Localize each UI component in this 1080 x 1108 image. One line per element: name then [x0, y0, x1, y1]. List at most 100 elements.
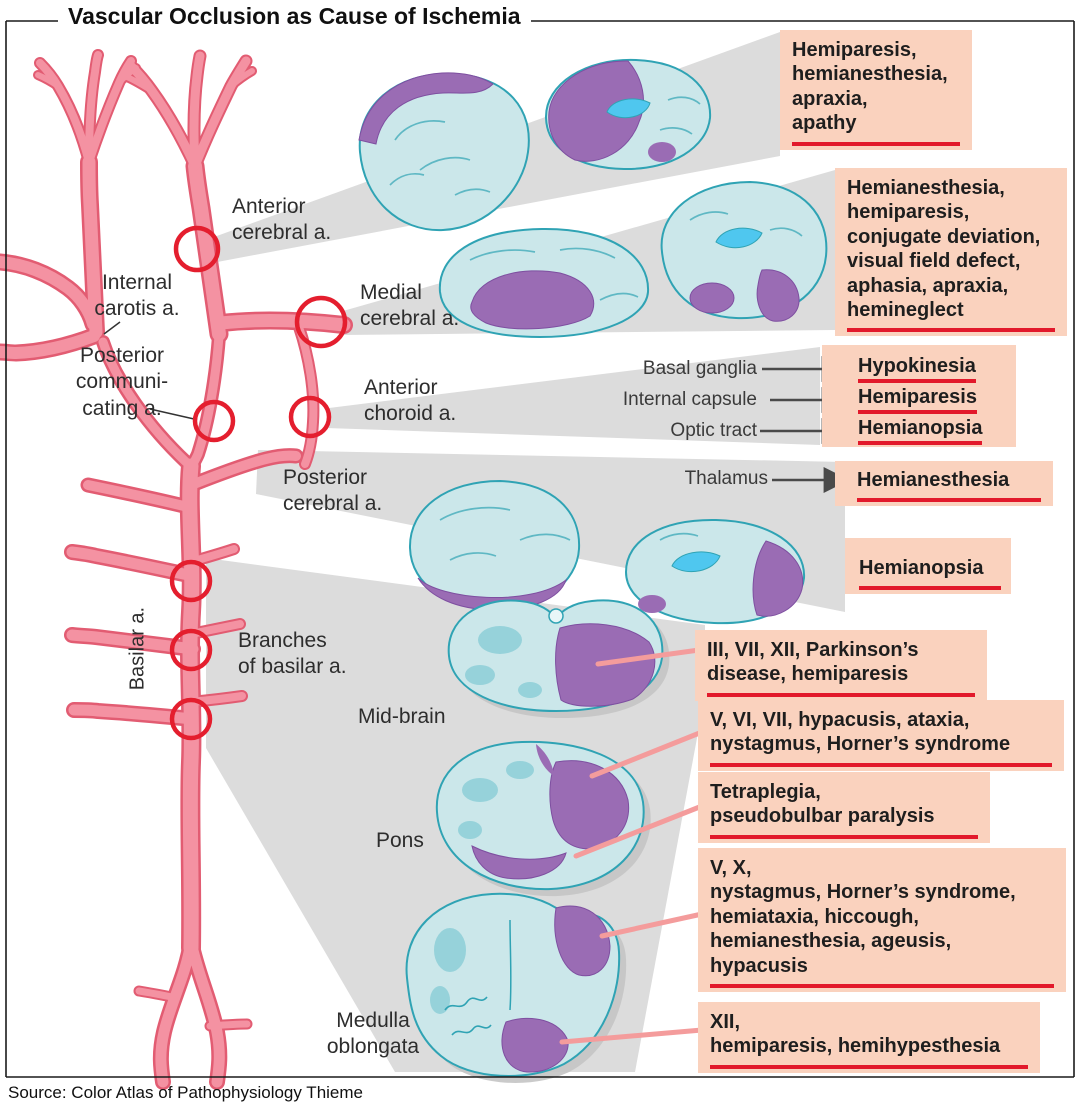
- red-underline: [710, 834, 978, 839]
- connector-medulla-upper: [599, 911, 705, 939]
- symptom-box-pons-lower: Tetraplegia, pseudobulbar paralysis: [698, 772, 990, 843]
- label-medulla-oblongata: Medulla oblongata: [326, 1009, 420, 1059]
- lesion-spot: [536, 744, 554, 776]
- label-pointer-lines: [103, 321, 195, 420]
- ventricle: [606, 98, 651, 119]
- occlusion-circle-basilar-1: [169, 559, 213, 603]
- lesion-region: [756, 269, 800, 322]
- lesion-region: [548, 60, 644, 162]
- source-note: Source: Color Atlas of Pathophysiology T…: [8, 1083, 363, 1102]
- nucleus-spot: [478, 626, 522, 654]
- ventricle: [715, 227, 763, 249]
- wedge-anterior-choroid: [326, 347, 820, 445]
- label-internal-carotid-artery: Internal carotis a.: [94, 271, 180, 321]
- ventricle: [671, 551, 721, 573]
- occlusion-circle-medial-cerebral: [294, 295, 348, 349]
- page-title: Vascular Occlusion as Cause of Ischemia: [58, 3, 531, 30]
- symptom-text-midbrain: III, VII, XII, Parkinson’s disease, hemi…: [707, 639, 919, 686]
- label-posterior-cerebral-artery: Posterior cerebral a.: [283, 466, 383, 516]
- red-underline: [859, 586, 1001, 591]
- lesion-region: [752, 540, 804, 617]
- red-underline: [707, 692, 975, 697]
- label-thalamus: Thalamus: [684, 468, 768, 489]
- connector-pons-upper: [589, 729, 705, 779]
- label-basal-ganglia: Basal ganglia: [642, 358, 757, 379]
- nucleus-spot: [430, 986, 450, 1014]
- symptom-hemianopsia: Hemianopsia: [858, 417, 983, 445]
- nucleus-spot: [518, 682, 542, 698]
- lesion-spot: [689, 282, 735, 314]
- red-underline: [710, 1064, 1028, 1069]
- occlusion-circle-basilar-3: [169, 697, 213, 741]
- sulci-lines: [469, 247, 639, 301]
- lesion-region: [470, 270, 595, 330]
- sulci-lines: [389, 120, 491, 196]
- label-anterior-cerebral-artery: Anterior cerebral a.: [232, 195, 332, 245]
- aqueduct: [548, 608, 564, 624]
- occlusion-circle-basilar-2: [169, 628, 213, 672]
- symptom-text-medulla-upper: V, X, nystagmus, Horner’s syndrome, hemi…: [710, 857, 1016, 977]
- nucleus-spot: [434, 928, 466, 972]
- lesion-spot: [648, 142, 676, 162]
- midline-groove: [509, 919, 512, 1011]
- symptom-box-posterior-cerebral: Hemianopsia: [845, 538, 1011, 595]
- nucleus-spot: [462, 778, 498, 802]
- symptom-hemiparesis: Hemiparesis: [858, 386, 977, 414]
- occlusion-sites: [169, 225, 348, 741]
- nucleus-spot: [506, 761, 534, 779]
- occlusion-circle-posterior-communicating: [192, 399, 236, 443]
- occlusion-circle-anterior-cerebral: [173, 225, 221, 273]
- label-midbrain: Mid-brain: [358, 705, 446, 728]
- red-underline: [847, 328, 1055, 333]
- olive-squiggles: [444, 996, 492, 1036]
- sulci-lines: [659, 96, 701, 135]
- lesion-region: [554, 905, 611, 977]
- medulla-section: [405, 892, 627, 1083]
- symptom-box-anterior-choroid: [822, 345, 1016, 447]
- symptom-text-pons-lower: Tetraplegia, pseudobulbar paralysis: [710, 781, 935, 828]
- label-internal-capsule: Internal capsule: [622, 389, 757, 410]
- connector-lines: [559, 647, 705, 1045]
- label-posterior-communicating-artery: Posterior communi- cating a.: [75, 344, 169, 420]
- symptom-box-medulla-upper: V, X, nystagmus, Horner’s syndrome, hemi…: [698, 848, 1066, 992]
- lesion-region: [471, 845, 567, 880]
- brain-outline: [660, 180, 828, 320]
- label-pons: Pons: [376, 829, 424, 852]
- symptom-text-posterior-cerebral: Hemianopsia: [859, 557, 984, 579]
- symptom-box-midbrain: III, VII, XII, Parkinson’s disease, hemi…: [695, 630, 987, 701]
- red-underline: [857, 498, 1041, 503]
- red-underline: [710, 983, 1054, 988]
- symptom-box-medulla-lower: XII, hemiparesis, hemihypesthesia: [698, 1002, 1040, 1073]
- brain-medial-anterior-cerebral: [544, 58, 712, 171]
- symptom-box-medial-cerebral: Hemianesthesia, hemiparesis, conjugate d…: [835, 168, 1067, 337]
- symptom-hypokinesia: Hypokinesia: [858, 355, 976, 383]
- sulci-lines: [439, 506, 571, 561]
- brain-medial-medial-cerebral: [660, 180, 828, 322]
- lesion-spot: [638, 595, 666, 613]
- symptom-box-thalamus: Hemianesthesia: [835, 461, 1053, 507]
- connector-medulla-lower: [559, 1027, 705, 1045]
- brain-medial-posterior-cerebral: [624, 518, 806, 625]
- symptom-box-pons-upper: V, VI, VII, hypacusis, ataxia, nystagmus…: [698, 700, 1064, 771]
- symptom-text-medial-cerebral: Hemianesthesia, hemiparesis, conjugate d…: [847, 177, 1041, 321]
- occlusion-circle-anterior-choroid: [288, 395, 332, 439]
- symptom-text-thalamus: Hemianesthesia: [857, 469, 1010, 491]
- brain-lateral-anterior-cerebral: [358, 72, 530, 232]
- label-basilar-artery: Basilar a.: [126, 606, 149, 691]
- symptom-box-anterior-cerebral: Hemiparesis, hemianesthesia, apraxia, ap…: [780, 30, 972, 150]
- lesion-region: [501, 1017, 569, 1073]
- red-underline: [710, 762, 1052, 767]
- brain-lateral-medial-cerebral: [438, 227, 650, 339]
- label-optic-tract: Optic tract: [670, 420, 757, 441]
- label-anterior-choroid-artery: Anterior choroid a.: [364, 376, 457, 426]
- connector-midbrain: [595, 647, 702, 667]
- sulci-lines: [659, 532, 699, 541]
- red-underline: [792, 141, 960, 146]
- symptom-text-anterior-cerebral: Hemiparesis, hemianesthesia, apraxia, ap…: [792, 39, 948, 135]
- symptom-text-medulla-lower: XII, hemiparesis, hemihypesthesia: [710, 1011, 1001, 1058]
- nucleus-spot: [458, 821, 482, 839]
- nucleus-spot: [465, 665, 495, 685]
- lesion-region: [358, 72, 494, 145]
